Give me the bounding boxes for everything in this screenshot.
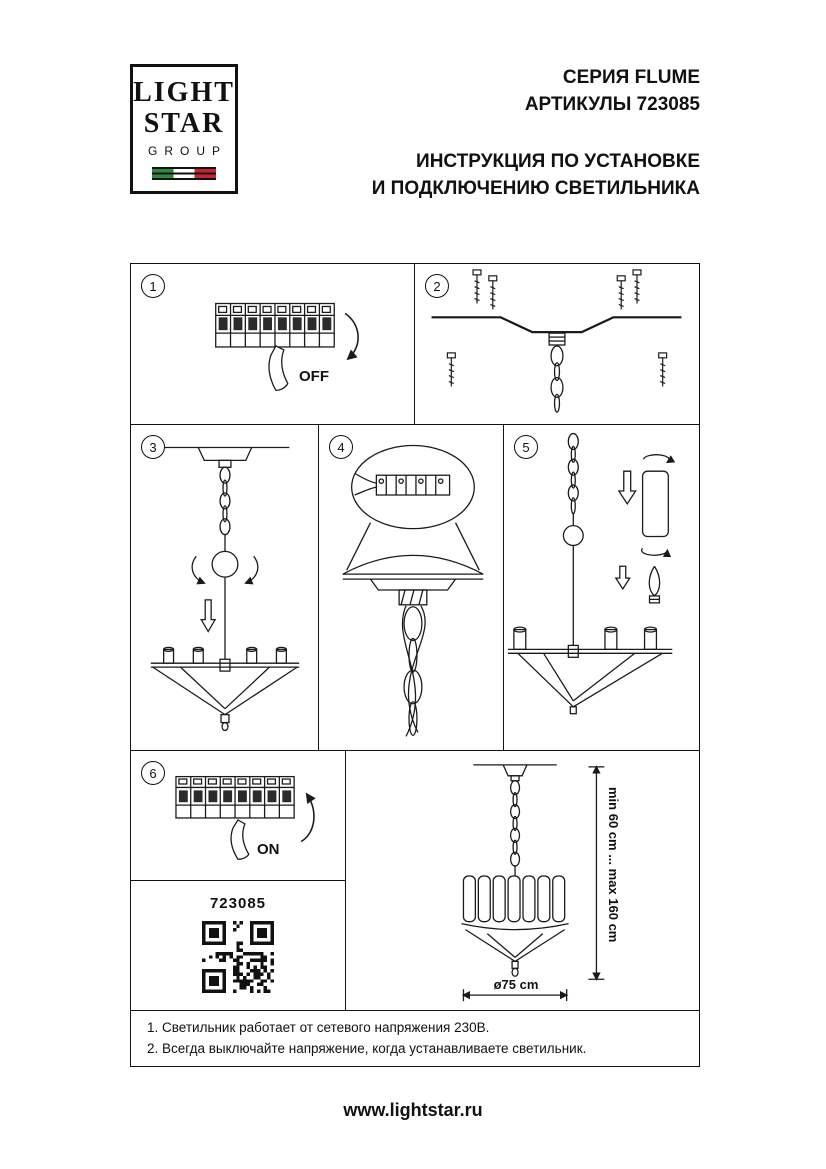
note-line-1: 1. Светильник работает от сетевого напря… (147, 1019, 490, 1035)
step-4-number: 4 (329, 435, 353, 459)
article-panel: 723085 (130, 880, 346, 1011)
notes-panel: 1. Светильник работает от сетевого напря… (130, 1010, 700, 1067)
italy-flag-icon (152, 167, 216, 180)
mounting-bracket-illustration (431, 269, 682, 413)
website-url: www.lightstar.ru (343, 1100, 483, 1120)
note-line-2: 2. Всегда выключайте напряжение, когда у… (147, 1040, 587, 1056)
chandelier-assembly-illustration (150, 446, 300, 732)
step-5-number: 5 (514, 435, 538, 459)
logo-group-text: GROUP (147, 144, 227, 158)
step-1-panel: 1 (130, 263, 415, 425)
series-title: СЕРИЯ FLUME (562, 67, 700, 88)
logo-light-text: LIGHT (133, 77, 235, 108)
instruction-line-1: ИНСТРУКЦИЯ ПО УСТАНОВКЕ (416, 151, 700, 172)
diameter-label: ø75 cm (493, 977, 539, 992)
shade-bulb-install-illustration (507, 432, 676, 715)
off-label: OFF (299, 368, 329, 385)
step-5-panel: 5 (503, 424, 700, 751)
on-label: ON (257, 841, 280, 858)
step-3-panel: 3 (130, 424, 319, 751)
article-title: АРТИКУЛЫ 723085 (524, 94, 700, 115)
breaker-on-illustration (175, 775, 316, 860)
instruction-line-2: И ПОДКЛЮЧЕНИЮ СВЕТИЛЬНИКА (371, 178, 700, 199)
chandelier-dimensions-illustration (461, 764, 605, 1002)
instruction-title: ИНСТРУКЦИЯ ПО УСТАНОВКЕ И ПОДКЛЮЧЕНИЮ СВ… (372, 148, 700, 202)
canopy-detail-illustration (342, 444, 484, 737)
article-number: 723085 (209, 895, 267, 912)
header-block: СЕРИЯ FLUME АРТИКУЛЫ 723085 ИНСТРУКЦИЯ П… (372, 64, 700, 202)
step-3-number: 3 (141, 435, 165, 459)
step-6-number: 6 (141, 761, 165, 785)
height-range-label: min 60 cm ... max 160 cm (606, 787, 621, 943)
breaker-off-illustration (215, 302, 359, 392)
logo-star-text: STAR (143, 108, 225, 139)
step-1-number: 1 (141, 274, 165, 298)
step-4-panel: 4 (318, 424, 504, 751)
dimensions-panel: min 60 cm ... max 160 cm ø75 cm (345, 750, 700, 1011)
step-6-panel: 6 (130, 750, 346, 881)
step-2-panel: 2 (414, 263, 700, 425)
lightstar-logo: LIGHT STAR GROUP (130, 64, 238, 194)
qr-code (202, 921, 274, 993)
step-2-number: 2 (425, 274, 449, 298)
